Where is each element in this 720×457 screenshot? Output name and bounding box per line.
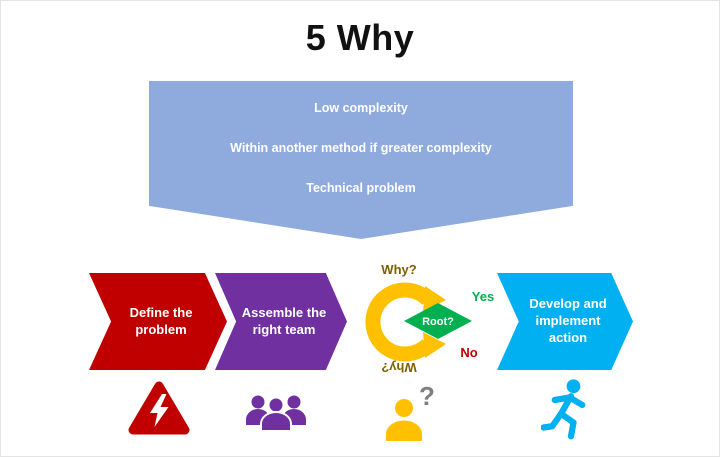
team-svg xyxy=(246,395,306,432)
step-develop-action: Develop and implement action xyxy=(497,273,633,370)
svg-text:?: ? xyxy=(419,381,435,411)
why-top-label: Why? xyxy=(381,262,416,277)
runner-icon xyxy=(541,377,591,443)
person-question-svg: ? xyxy=(386,381,435,441)
step-develop-action-label: Develop and implement action xyxy=(529,296,607,345)
no-label: No xyxy=(460,345,477,360)
person-question-icon: ? xyxy=(381,381,441,445)
step-define-problem-label: Define the problem xyxy=(129,304,193,337)
step-define-problem: Define the problem xyxy=(89,273,227,370)
root-decision-label: Root? xyxy=(422,316,454,328)
banner-line-3: Technical problem xyxy=(306,181,416,195)
why-bottom-label: Why? xyxy=(381,360,416,375)
team-icon xyxy=(243,389,309,439)
step-assemble-team: Assemble the right team xyxy=(215,273,347,370)
why-loop-diagram: Why? Why? Root? Yes No xyxy=(365,262,494,375)
yes-label: Yes xyxy=(472,289,494,304)
context-banner: Low complexity Within another method if … xyxy=(149,81,573,239)
circular-arrow-head-top-icon xyxy=(423,286,446,312)
banner-line-1: Low complexity xyxy=(314,101,408,115)
banner-line-2: Within another method if greater complex… xyxy=(230,141,492,155)
step-assemble-team-label: Assemble the right team xyxy=(241,304,327,337)
circular-arrow-head-bottom-icon xyxy=(423,332,446,358)
circular-arrow-icon xyxy=(365,282,433,362)
page-title: 5 Why xyxy=(305,17,415,58)
root-decision-diamond xyxy=(404,303,472,339)
warning-lightning-svg xyxy=(128,381,190,435)
runner-svg xyxy=(541,379,586,440)
warning-lightning-icon xyxy=(127,379,191,439)
